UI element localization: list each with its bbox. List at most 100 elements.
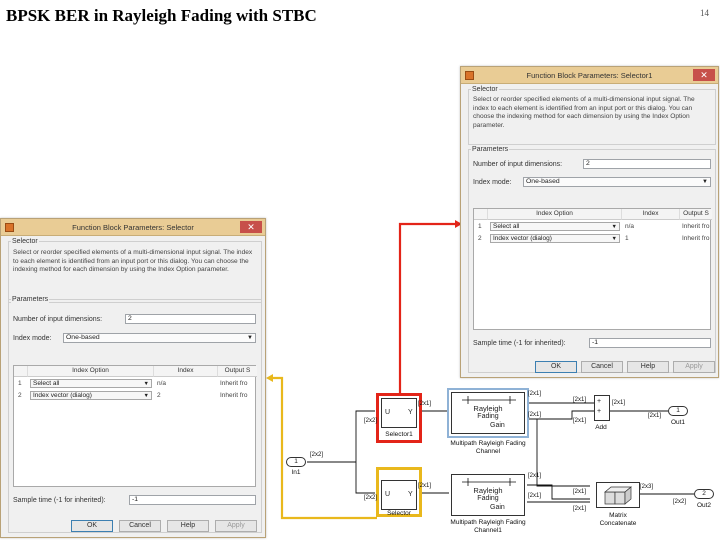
out1-label: Out1 bbox=[670, 419, 686, 426]
channel-gain: Gain bbox=[490, 504, 505, 511]
selector-block[interactable]: U Y bbox=[381, 480, 417, 510]
apply-button[interactable]: Apply bbox=[215, 520, 257, 532]
rayleigh-channel-bottom[interactable]: Rayleigh Fading Gain bbox=[451, 474, 525, 516]
table-header-option: Index Option bbox=[28, 366, 154, 377]
channel-title: Rayleigh bbox=[473, 404, 503, 413]
table-header-num bbox=[474, 209, 488, 220]
index-mode-select[interactable]: One-based ▼ bbox=[63, 333, 256, 343]
index-mode-value: One-based bbox=[526, 178, 560, 185]
multipath-icon bbox=[462, 396, 516, 404]
selector1-block[interactable]: U Y bbox=[381, 398, 417, 428]
dialog-titlebar[interactable]: Function Block Parameters: Selector ✕ bbox=[1, 219, 265, 236]
signal-size-label: [2x1] bbox=[528, 493, 542, 499]
signal-size-label: [2x1] bbox=[528, 473, 542, 479]
yellow-arrowhead bbox=[266, 374, 273, 382]
dialog-selector: Function Block Parameters: Selector ✕ Se… bbox=[0, 218, 266, 538]
num-dims-input[interactable]: 2 bbox=[125, 314, 256, 324]
row-option-select[interactable]: Index vector (dialog)▼ bbox=[30, 391, 152, 400]
signal-size-label: [2x1] bbox=[573, 397, 587, 403]
index-mode-value: One-based bbox=[66, 334, 100, 341]
signal-size-label: [2x1] bbox=[418, 401, 432, 407]
selector-highlight bbox=[376, 467, 422, 517]
dialog-title: Function Block Parameters: Selector bbox=[72, 223, 194, 232]
row-option-select[interactable]: Select all ▼ bbox=[490, 222, 620, 231]
out2-port[interactable]: 2 bbox=[694, 489, 714, 499]
row-index[interactable]: 1 bbox=[625, 235, 629, 242]
channel-top-label: Multipath Rayleigh Fading Channel bbox=[450, 440, 526, 455]
signal-size-label: [2x1] bbox=[573, 506, 587, 512]
out1-port[interactable]: 1 bbox=[668, 406, 688, 416]
apply-button[interactable]: Apply bbox=[673, 361, 715, 373]
selector1-highlight bbox=[376, 393, 422, 443]
sample-time-label: Sample time (-1 for inherited): bbox=[13, 497, 106, 504]
ok-button[interactable]: OK bbox=[535, 361, 577, 373]
row-output[interactable]: Inherit fro bbox=[682, 223, 710, 230]
close-icon[interactable]: ✕ bbox=[240, 221, 262, 233]
table-header-option: Index Option bbox=[488, 209, 622, 220]
selector-port-y: Y bbox=[408, 491, 413, 498]
multipath-icon bbox=[462, 478, 516, 486]
table-header-num bbox=[14, 366, 28, 377]
help-button[interactable]: Help bbox=[167, 520, 209, 532]
block-description: Select or reorder specified elements of … bbox=[13, 249, 253, 274]
row-option-value: Index vector (dialog) bbox=[493, 235, 552, 242]
num-dims-input[interactable]: 2 bbox=[583, 159, 711, 169]
parameters-label: Parameters bbox=[11, 296, 50, 303]
table-header-output: Output S bbox=[680, 209, 712, 220]
chevron-down-icon: ▼ bbox=[143, 381, 149, 387]
row-option-value: Select all bbox=[493, 223, 520, 230]
num-dims-label: Number of input dimensions: bbox=[473, 161, 563, 168]
dialog-titlebar[interactable]: Function Block Parameters: Selector1 ✕ bbox=[461, 67, 718, 84]
row-output[interactable]: Inherit fro bbox=[682, 235, 710, 242]
sample-time-label: Sample time (-1 for inherited): bbox=[473, 340, 566, 347]
row-option-select[interactable]: Select all▼ bbox=[30, 379, 152, 388]
num-dims-label: Number of input dimensions: bbox=[13, 316, 103, 323]
matrix-label: Matrix Concatenate bbox=[599, 512, 637, 527]
signal-size-label: [2x2] bbox=[364, 418, 378, 424]
cancel-button[interactable]: Cancel bbox=[581, 361, 623, 373]
red-connector bbox=[398, 222, 458, 393]
index-mode-label: Index mode: bbox=[473, 179, 512, 186]
row-output[interactable]: Inherit fro bbox=[220, 392, 248, 399]
sample-time-input[interactable]: -1 bbox=[589, 338, 711, 348]
chevron-down-icon: ▼ bbox=[247, 335, 253, 341]
rayleigh-channel-top[interactable]: Rayleigh Fading Gain bbox=[451, 392, 525, 434]
row-output[interactable]: Inherit fro bbox=[220, 380, 248, 387]
simulink-icon bbox=[5, 223, 14, 232]
slide-title: BPSK BER in Rayleigh Fading with STBC bbox=[6, 6, 317, 25]
cancel-button[interactable]: Cancel bbox=[119, 520, 161, 532]
selector-group bbox=[468, 89, 716, 145]
close-icon[interactable]: ✕ bbox=[693, 69, 715, 81]
signal-size-label: [2x3] bbox=[640, 484, 654, 490]
channel-gain: Gain bbox=[490, 422, 505, 429]
red-arrowhead bbox=[455, 220, 462, 228]
signal-size-label: [2x1] bbox=[612, 400, 626, 406]
row-index[interactable]: n/a bbox=[625, 223, 635, 230]
channel-top-highlight bbox=[447, 388, 529, 438]
row-index[interactable]: n/a bbox=[157, 380, 167, 387]
dialog-selector1: Function Block Parameters: Selector1 ✕ S… bbox=[460, 66, 719, 378]
in1-label: In1 bbox=[291, 469, 301, 476]
matrix-icon bbox=[604, 486, 632, 505]
signal-size-label: [2x2] bbox=[310, 452, 324, 458]
help-button[interactable]: Help bbox=[627, 361, 669, 373]
group-label: Selector bbox=[471, 86, 499, 93]
row-option-select[interactable]: Index vector (dialog)▼ bbox=[490, 234, 620, 243]
sample-time-input[interactable]: -1 bbox=[129, 495, 256, 505]
channel-sub: Fading bbox=[477, 495, 499, 502]
in1-port[interactable]: 1 bbox=[286, 457, 306, 467]
row-index[interactable]: 2 bbox=[157, 392, 161, 399]
out2-label: Out2 bbox=[696, 502, 712, 509]
matrix-concatenate-block[interactable] bbox=[596, 482, 640, 508]
chevron-down-icon: ▼ bbox=[143, 393, 149, 399]
ok-button[interactable]: OK bbox=[71, 520, 113, 532]
index-mode-select[interactable]: One-based▼ bbox=[523, 177, 711, 187]
selector-port-u: U bbox=[385, 409, 391, 416]
index-table: Index Option Index Output S 1 Select all… bbox=[473, 208, 712, 330]
parameters-label: Parameters bbox=[471, 146, 510, 153]
chevron-down-icon: ▼ bbox=[611, 224, 617, 230]
group-label: Selector bbox=[11, 238, 39, 245]
add-block[interactable]: + + bbox=[594, 395, 610, 421]
